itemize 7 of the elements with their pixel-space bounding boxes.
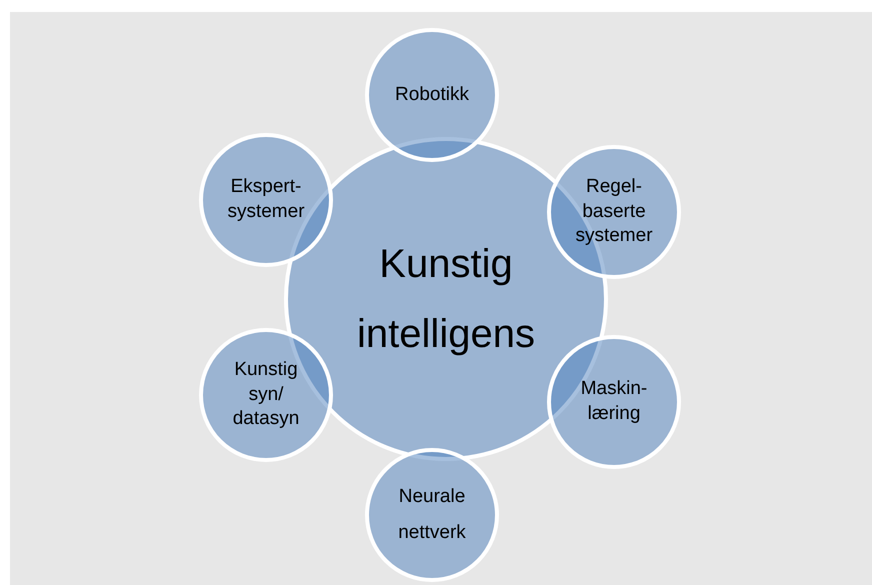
circle-label: Kunstig syn/ datasyn xyxy=(232,358,300,432)
circle-label: Robotikk xyxy=(394,82,470,107)
circle-label: Kunstig intelligens xyxy=(356,241,536,358)
circle-label: Ekspert- systemer xyxy=(226,175,306,224)
circle-label: Maskin- læring xyxy=(580,377,648,426)
circle-label: Regel- baserte systemer xyxy=(574,174,654,248)
circle-label: Neurale nettverk xyxy=(397,484,467,545)
